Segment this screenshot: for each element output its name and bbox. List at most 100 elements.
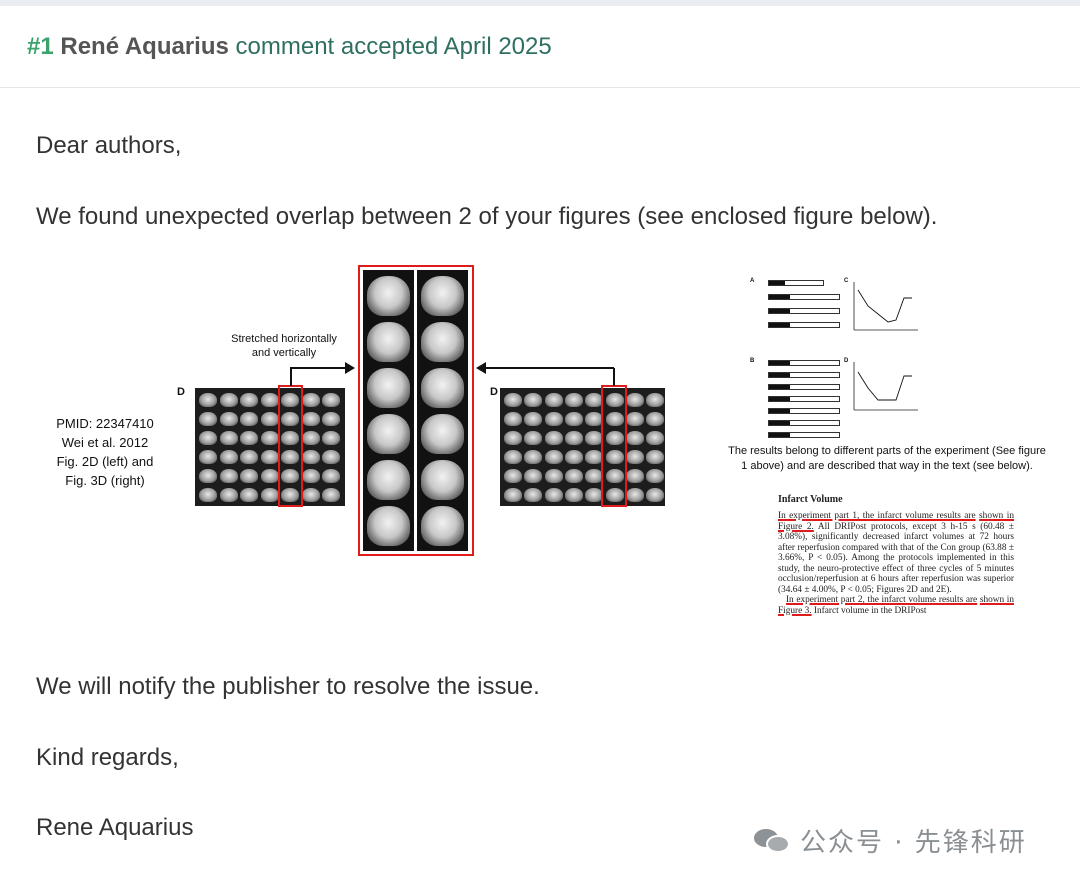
excerpt-paragraph-2: In experiment part 2, the infarct volume… <box>778 595 1014 616</box>
underlined-text: In experiment part 2, the infarct volume… <box>785 595 978 605</box>
arrow-right-head-icon <box>345 362 355 374</box>
paper-excerpt: Infarct Volume In experiment part 1, the… <box>778 494 1014 616</box>
protocol-bar <box>768 432 840 438</box>
zoomed-brain-slice <box>421 414 464 454</box>
brain-slice <box>199 393 217 407</box>
results-note-line: The results belong to different parts of… <box>728 445 1046 457</box>
brain-slice <box>301 412 320 426</box>
protocol-bar <box>768 280 824 286</box>
brain-slice <box>585 488 604 502</box>
brain-slice <box>585 469 604 483</box>
stretch-note-line: and vertically <box>251 347 317 359</box>
regards-text: Kind regards, <box>36 744 179 771</box>
brain-slice <box>544 431 563 445</box>
brain-slice <box>524 393 543 407</box>
highlight-box-right <box>601 385 627 507</box>
comment-number[interactable]: #1 <box>27 33 54 60</box>
brain-slice <box>524 450 543 464</box>
comment-header-line: #1 René Aquarius comment accepted April … <box>27 32 552 62</box>
brain-slice <box>625 488 644 502</box>
watermark: 公众号 · 先锋科研 <box>752 822 1027 858</box>
brain-slice <box>260 431 279 445</box>
brain-slice <box>504 393 522 407</box>
brain-slice <box>625 393 644 407</box>
brain-slice <box>504 431 522 445</box>
zoomed-brain-slice <box>367 506 410 546</box>
brain-slice <box>544 488 563 502</box>
brain-slice <box>646 488 665 502</box>
mini-line-chart <box>853 282 918 331</box>
brain-slice <box>585 431 604 445</box>
brain-slice <box>219 469 238 483</box>
brain-slice <box>219 393 238 407</box>
brain-slice <box>646 393 665 407</box>
brain-slice <box>199 469 217 483</box>
brain-slice <box>322 488 340 502</box>
brain-slice <box>625 431 644 445</box>
zoom-column-left <box>363 270 414 551</box>
brain-slice <box>605 393 624 407</box>
mini-protocol-figure: A C B D <box>748 274 928 442</box>
arrow-left-horizontal <box>290 367 348 369</box>
comment-author[interactable]: René Aquarius <box>60 33 229 60</box>
figure-ref-line: Fig. 2D (left) and <box>56 454 154 469</box>
protocol-bar <box>768 372 840 378</box>
brain-slice <box>301 488 320 502</box>
brain-slice <box>199 431 217 445</box>
brain-slice <box>504 488 522 502</box>
citation-line: Wei et al. 2012 <box>61 435 149 450</box>
wechat-icon <box>752 825 792 855</box>
excerpt-paragraph-1: In experiment part 1, the infarct volume… <box>778 511 1014 595</box>
brain-slice <box>524 412 543 426</box>
brain-slice <box>564 393 583 407</box>
brain-slice <box>585 450 604 464</box>
protocol-bar <box>768 360 840 366</box>
brain-slice <box>544 450 563 464</box>
highlight-box-left <box>278 385 303 507</box>
brain-slice <box>646 412 665 426</box>
brain-slice <box>240 393 258 407</box>
stretch-note: Stretched horizontally and vertically <box>222 332 346 360</box>
brain-slice <box>240 412 258 426</box>
brain-slice <box>281 450 299 464</box>
brain-slice <box>625 469 644 483</box>
protocol-bar <box>768 294 840 300</box>
arrow-left-vertical <box>290 368 292 386</box>
top-bar <box>0 0 1080 6</box>
brain-slice <box>646 450 665 464</box>
zoomed-brain-slice <box>421 460 464 500</box>
signature-text: Rene Aquarius <box>36 814 194 841</box>
protocol-bar <box>768 322 840 328</box>
brain-slice <box>605 469 624 483</box>
brain-slice <box>260 393 279 407</box>
arrow-right-vertical <box>613 368 615 386</box>
enclosed-figure: PMID: 22347410 Wei et al. 2012 Fig. 2D (… <box>0 260 1080 640</box>
brain-slice <box>524 488 543 502</box>
brain-slice <box>564 450 583 464</box>
protocol-bar <box>768 396 840 402</box>
zoomed-brain-slice <box>367 414 410 454</box>
underlined-text: In experiment part 1, the infarct volume… <box>778 511 976 521</box>
brain-slice <box>301 393 320 407</box>
zoomed-brain-slice <box>421 506 464 546</box>
brain-slice <box>625 450 644 464</box>
brain-slice <box>625 412 644 426</box>
brain-slice <box>199 412 217 426</box>
watermark-text: 公众号 · 先锋科研 <box>800 827 1027 858</box>
brain-slice <box>322 431 340 445</box>
brain-slice <box>281 431 299 445</box>
brain-slice <box>219 412 238 426</box>
stretch-note-line: Stretched horizontally <box>231 333 337 345</box>
zoomed-brain-slice <box>421 322 464 362</box>
figure-ref-line: Fig. 3D (right) <box>65 473 145 488</box>
comment-header: #1 René Aquarius comment accepted April … <box>0 6 1080 88</box>
brain-slice <box>199 450 217 464</box>
notify-text: We will notify the publisher to resolve … <box>36 673 540 700</box>
brain-slice <box>240 488 258 502</box>
excerpt-text: All DRIPost protocols, except 3 h-15 s (… <box>778 521 1014 595</box>
underlined-text: shown in Figure 3. <box>778 595 1014 616</box>
zoomed-brain-slice <box>367 368 410 408</box>
brain-slice <box>260 469 279 483</box>
arrow-left-head-icon <box>476 362 486 374</box>
brain-slice <box>219 431 238 445</box>
